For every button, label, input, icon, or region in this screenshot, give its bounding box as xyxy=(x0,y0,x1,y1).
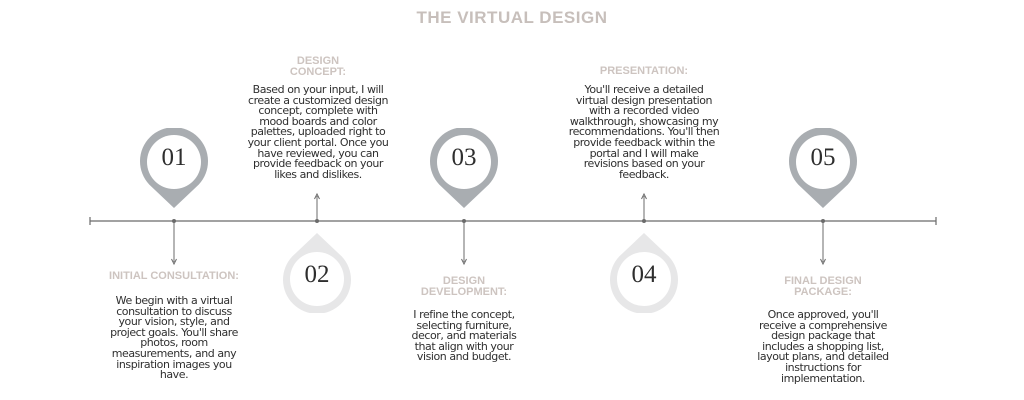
arrowhead-step-4 xyxy=(641,192,647,200)
step-3-number: 03 xyxy=(451,144,477,171)
arrowhead-step-1 xyxy=(171,258,177,266)
arrowhead-step-5 xyxy=(820,258,826,266)
step-2-number: 02 xyxy=(304,261,330,288)
pin-up-icon xyxy=(610,233,678,313)
dot-step-1 xyxy=(172,219,176,223)
step-3-marker: 03 xyxy=(430,128,498,208)
step-4-description: You'll receive a detailed virtual design… xyxy=(568,83,720,181)
dot-step-3 xyxy=(462,219,466,223)
page-title: THE VIRTUAL DESIGN xyxy=(416,8,608,27)
step-2-marker: 02 xyxy=(283,233,351,313)
dot-step-4 xyxy=(642,219,646,223)
step-5-heading: FINAL DESIGN PACKAGE: xyxy=(784,275,862,298)
dot-step-2 xyxy=(315,219,319,223)
arrowhead-step-3 xyxy=(461,258,467,266)
step-5-marker: 05 xyxy=(789,128,857,208)
step-4-heading: PRESENTATION: xyxy=(599,65,689,77)
pin-down-icon xyxy=(430,128,498,208)
step-1-description: We begin with a virtual consultation to … xyxy=(110,294,238,382)
step-2-heading: DESIGN CONCEPT: xyxy=(289,55,347,78)
step-4-number: 04 xyxy=(631,261,657,288)
arrowhead-step-2 xyxy=(314,192,320,200)
pin-up-icon xyxy=(283,233,351,313)
pin-down-icon xyxy=(140,128,208,208)
step-5-description: Once approved, you'll receive a comprehe… xyxy=(757,308,889,385)
step-3-heading: DESIGN DEVELOPMENT: xyxy=(420,275,508,298)
step-3-description: I refine the concept, selecting furnitur… xyxy=(411,308,517,364)
pin-down-icon xyxy=(789,128,857,208)
step-4-marker: 04 xyxy=(610,233,678,313)
step-1-number: 01 xyxy=(161,144,187,171)
dot-step-5 xyxy=(821,219,825,223)
step-1-marker: 01 xyxy=(140,128,208,208)
step-5-number: 05 xyxy=(810,144,836,171)
step-2-description: Based on your input, I will create a cus… xyxy=(247,83,389,181)
step-1-heading: INITIAL CONSULTATION: xyxy=(109,270,239,282)
